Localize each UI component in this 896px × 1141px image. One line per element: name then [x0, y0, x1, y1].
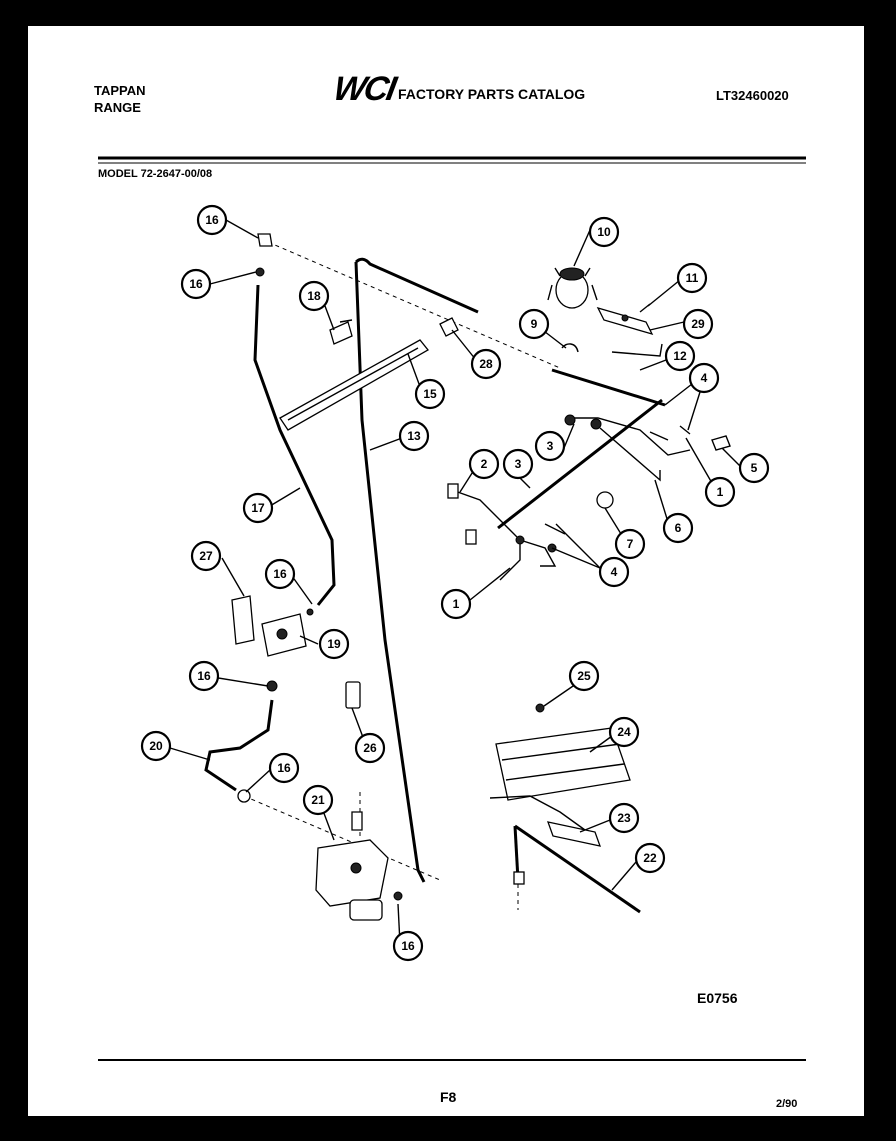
- callout-16: 16: [392, 930, 424, 962]
- guide-line: [243, 795, 441, 881]
- callout-16: 16: [180, 268, 212, 300]
- callout-4: 4: [598, 556, 630, 588]
- callout-2: 2: [468, 448, 500, 480]
- svg-text:4: 4: [611, 565, 618, 579]
- model-number: MODEL 72-2647-00/08: [98, 168, 213, 180]
- safety-valve-bracket: [231, 595, 314, 657]
- callout-28: 28: [470, 348, 502, 380]
- callout-19: 19: [318, 628, 350, 660]
- callout-3: 3: [534, 430, 566, 462]
- pilot-tube: [253, 284, 336, 606]
- brand-name: TAPPAN: [94, 83, 146, 98]
- callout-27: 27: [190, 540, 222, 572]
- diagram-code: E0756: [697, 990, 738, 1006]
- catalog-number: LT32460020: [716, 88, 789, 103]
- callout-22: 22: [634, 842, 666, 874]
- thermostat-assembly: [547, 267, 663, 357]
- callout-6: 6: [662, 512, 694, 544]
- catalog-sheet: [28, 26, 864, 1116]
- callout-16: 16: [188, 660, 220, 692]
- callout-23: 23: [608, 802, 640, 834]
- svg-text:5: 5: [751, 461, 758, 475]
- safety-valve: [315, 811, 403, 921]
- callout-21: 21: [302, 784, 334, 816]
- callout-16: 16: [264, 558, 296, 590]
- callout-20: 20: [140, 730, 172, 762]
- svg-text:2: 2: [481, 457, 488, 471]
- spark-module: [345, 681, 361, 709]
- callout-18: 18: [298, 280, 330, 312]
- svg-text:11: 11: [686, 271, 699, 285]
- svg-text:1: 1: [717, 485, 724, 499]
- callout-15: 16: [196, 204, 228, 236]
- svg-text:16: 16: [189, 277, 203, 291]
- svg-text:21: 21: [311, 793, 325, 807]
- manifold-tube: [354, 257, 479, 883]
- callout-17: 17: [242, 492, 274, 524]
- svg-text:22: 22: [643, 851, 657, 865]
- svg-text:24: 24: [617, 725, 631, 739]
- svg-text:12: 12: [673, 349, 687, 363]
- burner-bracket: [279, 339, 429, 431]
- callout-29: 29: [682, 308, 714, 340]
- callout-9: 9: [518, 308, 550, 340]
- callout-1: 1: [704, 476, 736, 508]
- callout-25: 25: [568, 660, 600, 692]
- svg-text:7: 7: [627, 537, 634, 551]
- svg-text:4: 4: [701, 371, 708, 385]
- callout-24: 24: [608, 716, 640, 748]
- pilot-supply-tube: [204, 680, 278, 803]
- revision-date: 2/90: [776, 1098, 798, 1110]
- callout-14: 15: [414, 378, 446, 410]
- callout-7: 7: [614, 528, 646, 560]
- svg-text:1: 1: [453, 597, 460, 611]
- guide-line: [267, 241, 561, 369]
- callout-26: 26: [354, 732, 386, 764]
- svg-text:3: 3: [547, 439, 554, 453]
- svg-text:20: 20: [149, 739, 163, 753]
- svg-text:6: 6: [675, 521, 682, 535]
- callout-11: 11: [676, 262, 708, 294]
- svg-text:28: 28: [479, 357, 493, 371]
- svg-text:23: 23: [617, 811, 631, 825]
- svg-text:16: 16: [197, 669, 211, 683]
- callout-1: 1: [440, 588, 472, 620]
- svg-text:10: 10: [597, 225, 611, 239]
- product-type: RANGE: [94, 100, 141, 115]
- callout-5: 5: [738, 452, 770, 484]
- broiler-assembly: [489, 703, 641, 914]
- callout-12: 12: [664, 340, 696, 372]
- svg-text:18: 18: [307, 289, 321, 303]
- callout-4: 4: [688, 362, 720, 394]
- svg-text:9: 9: [531, 317, 538, 331]
- callout-10: 10: [588, 216, 620, 248]
- svg-text:17: 17: [251, 501, 265, 515]
- callout-13: 13: [398, 420, 430, 452]
- catalog-title: FACTORY PARTS CATALOG: [398, 86, 586, 102]
- svg-text:16: 16: [277, 761, 291, 775]
- svg-text:19: 19: [327, 637, 341, 651]
- svg-text:15: 15: [423, 387, 437, 401]
- svg-text:27: 27: [199, 549, 213, 563]
- svg-text:16: 16: [401, 939, 415, 953]
- callout-3: 3: [502, 448, 534, 480]
- svg-text:25: 25: [577, 669, 591, 683]
- burner-valve-assembly: [447, 368, 731, 581]
- svg-text:16: 16: [273, 567, 287, 581]
- svg-text:3: 3: [515, 457, 522, 471]
- callout-16: 16: [268, 752, 300, 784]
- page-number: F8: [440, 1089, 457, 1105]
- svg-text:13: 13: [407, 429, 421, 443]
- svg-text:26: 26: [363, 741, 377, 755]
- svg-text:16: 16: [205, 213, 219, 227]
- svg-text:29: 29: [691, 317, 705, 331]
